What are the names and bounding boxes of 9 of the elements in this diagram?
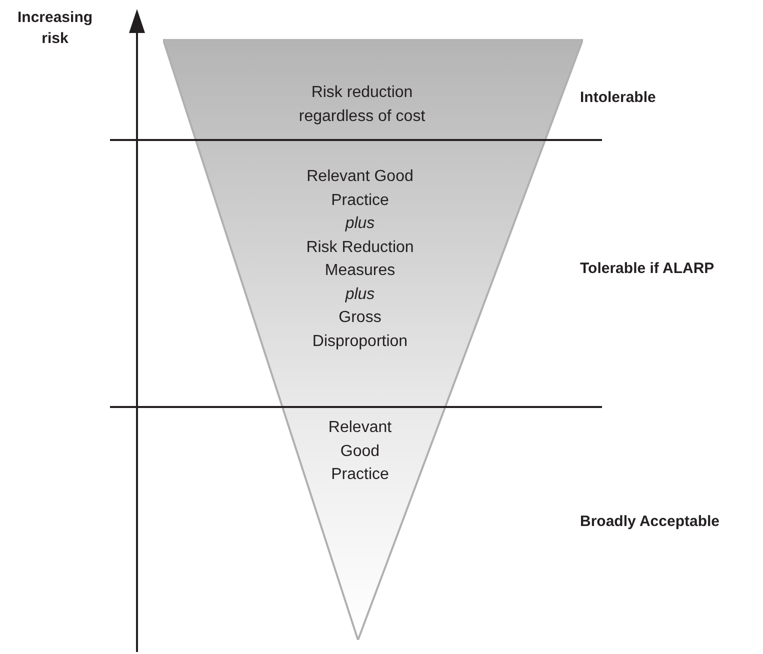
zone-label: Tolerable if ALARP — [580, 259, 716, 279]
band-text: Gross Disproportion — [311, 308, 409, 352]
zone-label: Broadly Acceptable — [580, 512, 720, 532]
band-text: Relevant Good Practice — [327, 418, 393, 485]
axis-label: Increasing risk — [16, 8, 94, 49]
connector-word: plus — [344, 284, 376, 304]
connector-word: plus — [344, 214, 376, 234]
band-text: Risk reduction regardless of cost — [298, 83, 426, 126]
zone-label: Intolerable — [580, 88, 657, 108]
